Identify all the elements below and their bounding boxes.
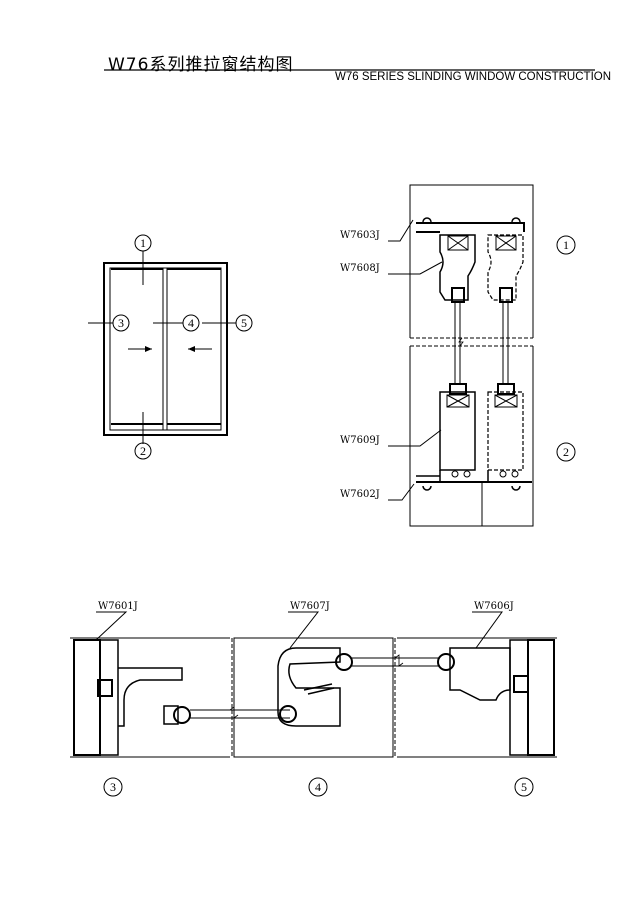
horizontal-marker-5-label: 5	[521, 780, 527, 794]
elevation-marker-3	[112, 314, 130, 332]
vertical-marker-2	[556, 442, 576, 462]
horizontal-marker-3	[103, 777, 123, 797]
drawing-title-en: W76 SERIES SLINDING WINDOW CONSTRUCTION	[335, 71, 612, 83]
part-label-side-frame: W7601J	[98, 601, 138, 612]
elevation-marker-4-label: 4	[188, 316, 194, 330]
window-elevation	[88, 251, 236, 444]
part-label-bottom-sash: W7609J	[340, 435, 380, 446]
elevation-marker-2	[134, 442, 152, 460]
elevation-marker-4	[182, 314, 200, 332]
part-label-top-sash: W7608J	[340, 263, 380, 274]
part-label-meeting-stile: W7607J	[290, 601, 330, 612]
elevation-marker-1-label: 1	[140, 236, 146, 250]
elevation-marker-5-label: 5	[241, 316, 247, 330]
part-label-side-sash: W7606J	[474, 601, 514, 612]
vertical-marker-1	[556, 235, 576, 255]
horizontal-marker-5	[514, 777, 534, 797]
elevation-marker-2-label: 2	[140, 444, 146, 458]
horizontal-marker-3-label: 3	[110, 780, 116, 794]
elevation-marker-5	[235, 314, 253, 332]
vertical-section	[388, 184, 534, 527]
elevation-marker-1	[134, 234, 152, 252]
elevation-marker-3-label: 3	[118, 316, 124, 330]
part-label-bottom-frame: W7602J	[340, 489, 380, 500]
vertical-marker-2-label: 2	[563, 445, 569, 459]
part-label-top-frame: W7603J	[340, 230, 380, 241]
horizontal-marker-4-label: 4	[315, 780, 321, 794]
horizontal-section	[70, 611, 557, 758]
vertical-marker-1-label: 1	[563, 238, 569, 252]
horizontal-marker-4	[308, 777, 328, 797]
